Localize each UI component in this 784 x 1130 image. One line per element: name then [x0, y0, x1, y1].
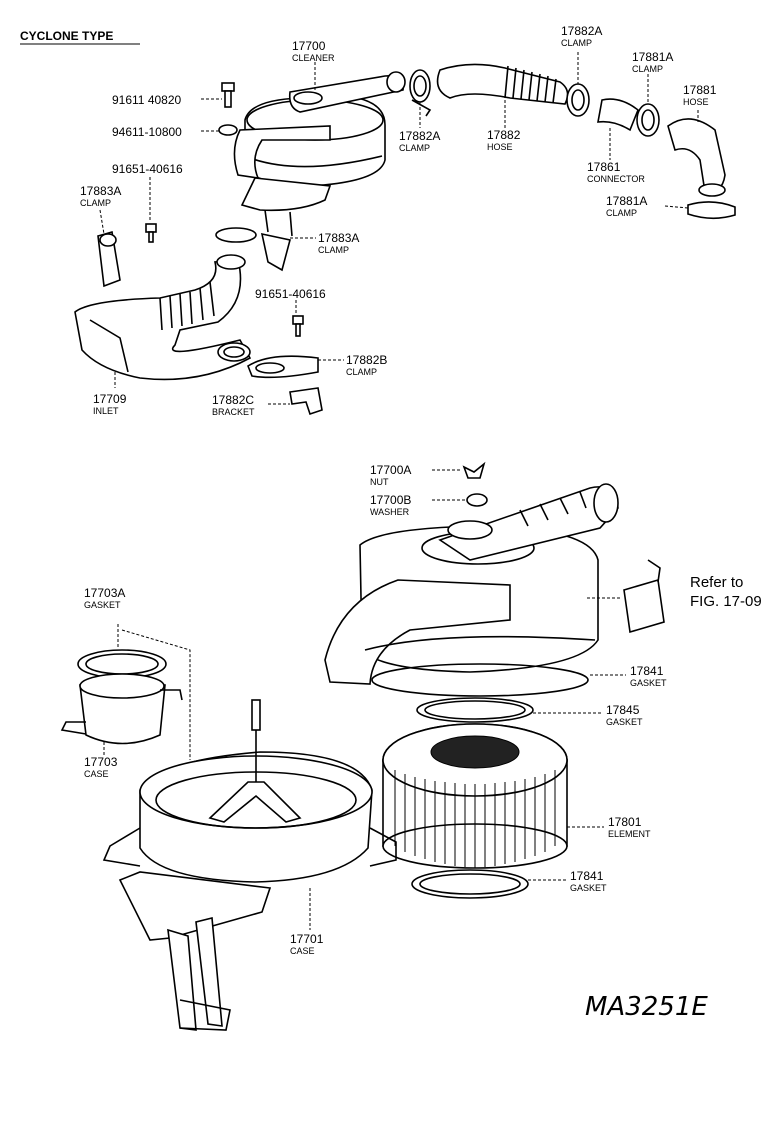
top-hose-17882-drawing — [409, 63, 569, 117]
callout-17845-name: GASKET — [606, 717, 643, 727]
callout-17700b-name: WASHER — [370, 507, 410, 517]
callout-17700a-number: 17700A — [370, 463, 411, 477]
callout-91611-number: 91611 40820 — [112, 93, 182, 107]
callout-17882c-name: BRACKET — [212, 407, 255, 417]
callout-17883a2-name: CLAMP — [318, 245, 349, 255]
callout-17881-name: HOSE — [683, 97, 709, 107]
callout-leaders — [99, 52, 699, 930]
diagram-code: MA3251E — [585, 992, 708, 1022]
callout-17841a-name: GASKET — [630, 678, 667, 688]
top-cleaner-drawing — [233, 71, 406, 237]
callout-17881a1-name: CLAMP — [632, 64, 663, 74]
callout-17701-name: CASE — [290, 946, 315, 956]
callout-17882c-number: 17882C — [212, 393, 254, 407]
diagram-header: CYCLONE TYPE — [20, 29, 113, 43]
callout-17703-name: CASE — [84, 769, 109, 779]
callout-17700-name: CLEANER — [292, 53, 335, 63]
callout-17882-number: 17882 — [487, 128, 521, 142]
top-hose-17881-drawing — [667, 118, 736, 220]
callout-17881a2-number: 17881A — [606, 194, 647, 208]
callout-17883a1-name: CLAMP — [80, 198, 111, 208]
callout-17882-name: HOSE — [487, 142, 513, 152]
callout-17700b-number: 17700B — [370, 493, 411, 507]
callout-91651a-number: 91651-40616 — [112, 162, 183, 176]
callout-17882a2-number: 17882A — [561, 24, 602, 38]
top-small-parts-drawing — [97, 82, 323, 416]
callout-17703a-number: 17703A — [84, 586, 125, 600]
callout-17841a-number: 17841 — [630, 664, 664, 678]
callout-17703a-name: GASKET — [84, 600, 121, 610]
callout-17882b-name: CLAMP — [346, 367, 377, 377]
callout-17882a1-number: 17882A — [399, 129, 440, 143]
callout-17883a1-number: 17883A — [80, 184, 121, 198]
callout-17861-number: 17861 — [587, 160, 621, 174]
callout-17881a2-name: CLAMP — [606, 208, 637, 218]
callout-17709-name: INLET — [93, 406, 119, 416]
callout-17841b-name: GASKET — [570, 883, 607, 893]
refer-line1: Refer to — [690, 574, 743, 591]
callout-17801-number: 17801 — [608, 815, 642, 829]
callout-17881-number: 17881 — [683, 83, 717, 97]
callout-17882a2-name: CLAMP — [561, 38, 592, 48]
callout-17703-number: 17703 — [84, 755, 118, 769]
bottom-nut-washer-drawing — [462, 461, 488, 507]
bottom-case-17703-drawing — [60, 629, 191, 760]
callout-17882b-number: 17882B — [346, 353, 387, 367]
callout-17861-name: CONNECTOR — [587, 174, 645, 184]
callout-17882a1-name: CLAMP — [399, 143, 430, 153]
callout-17700a-name: NUT — [370, 477, 389, 487]
bottom-case-17701-drawing — [102, 699, 397, 1031]
bottom-refer-sheet-drawing — [623, 559, 665, 634]
callout-17700-number: 17700 — [292, 39, 326, 53]
bottom-cleaner-lid-drawing — [324, 483, 619, 723]
callout-94611-number: 94611-10800 — [112, 125, 182, 139]
callout-17881a1-number: 17881A — [632, 50, 673, 64]
top-connector-17861-drawing — [566, 83, 660, 137]
callout-17845-number: 17845 — [606, 703, 640, 717]
callout-17709-number: 17709 — [93, 392, 127, 406]
refer-line2: FIG. 17-09 — [690, 593, 762, 610]
callout-17801-name: ELEMENT — [608, 829, 651, 839]
callout-91651b-number: 91651-40616 — [255, 287, 326, 301]
callout-17701-number: 17701 — [290, 932, 324, 946]
top-inlet-17709-drawing — [74, 254, 252, 381]
bottom-element-drawing — [382, 723, 568, 899]
callout-17841b-number: 17841 — [570, 869, 604, 883]
callout-17883a2-number: 17883A — [318, 231, 359, 245]
